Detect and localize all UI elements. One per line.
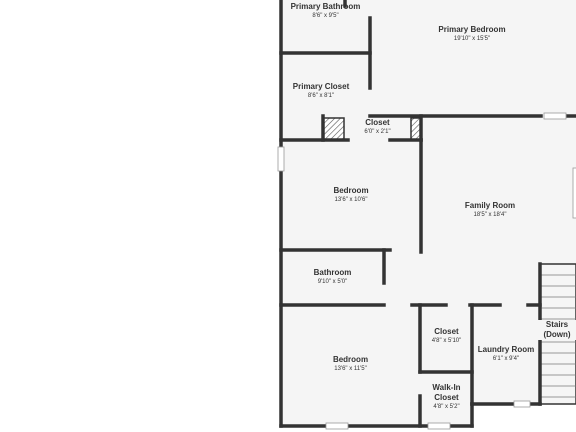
room-dimensions: 4'8" x 5'10" [431, 338, 462, 344]
room-dimensions: 18'5" x 18'4" [473, 212, 507, 218]
room-dimensions: 8'6" x 9'5" [312, 13, 339, 19]
room-family-room: Family Room 18'5" x 18'4" [430, 201, 550, 219]
room-stairs: Stairs (Down) [538, 320, 576, 340]
room-name: Closet [365, 118, 390, 127]
room-name: Bedroom [333, 186, 369, 195]
room-bedroom-2: Bedroom 13'6" x 11'5" [281, 355, 420, 373]
room-name: Bathroom [313, 268, 352, 277]
closet-pillar-right [410, 117, 421, 140]
room-dimensions: 13'6" x 11'5" [334, 366, 367, 372]
room-bedroom-1: Bedroom 13'6" x 10'6" [281, 186, 421, 204]
room-name: Primary Bedroom [438, 25, 506, 34]
floor-area [281, 0, 576, 426]
room-dimensions: 9'10" x 5'0" [317, 279, 348, 285]
room-hall-closet: Closet 6'0" x 2'1" [345, 118, 410, 136]
room-primary-bedroom: Primary Bedroom 19'10" x 15'5" [372, 25, 572, 43]
room-name: Stairs (Down) [538, 320, 576, 340]
room-dimensions: 19'10" x 15'5" [453, 36, 491, 42]
room-walk-in-closet: Walk-In Closet 4'8" x 5'2" [421, 383, 472, 411]
room-name: Laundry Room [477, 345, 535, 354]
windows [277, 112, 576, 430]
room-name: Bedroom [332, 355, 369, 364]
room-primary-closet: Primary Closet 8'6" x 8'1" [281, 82, 361, 100]
room-name: Family Room [464, 201, 516, 210]
room-name: Walk-In Closet [432, 383, 461, 402]
room-small-closet: Closet 4'8" x 5'10" [421, 327, 472, 345]
room-dimensions: 4'8" x 5'2" [433, 404, 460, 410]
room-name: Primary Bathroom [290, 2, 361, 11]
room-laundry: Laundry Room 6'1" x 9'4" [472, 345, 540, 363]
room-name: Closet [434, 327, 459, 336]
room-dimensions: 8'6" x 8'1" [307, 93, 335, 99]
room-primary-bathroom: Primary Bathroom 8'6" x 9'5" [281, 2, 370, 20]
room-dimensions: 13'6" x 10'6" [334, 197, 368, 203]
room-name: Primary Closet [292, 82, 350, 91]
closet-pillar-left [323, 117, 345, 140]
room-dimensions: 6'1" x 9'4" [492, 356, 520, 362]
room-bathroom: Bathroom 9'10" x 5'0" [281, 268, 384, 286]
room-dimensions: 6'0" x 2'1" [364, 129, 391, 135]
walls [279, 0, 576, 428]
